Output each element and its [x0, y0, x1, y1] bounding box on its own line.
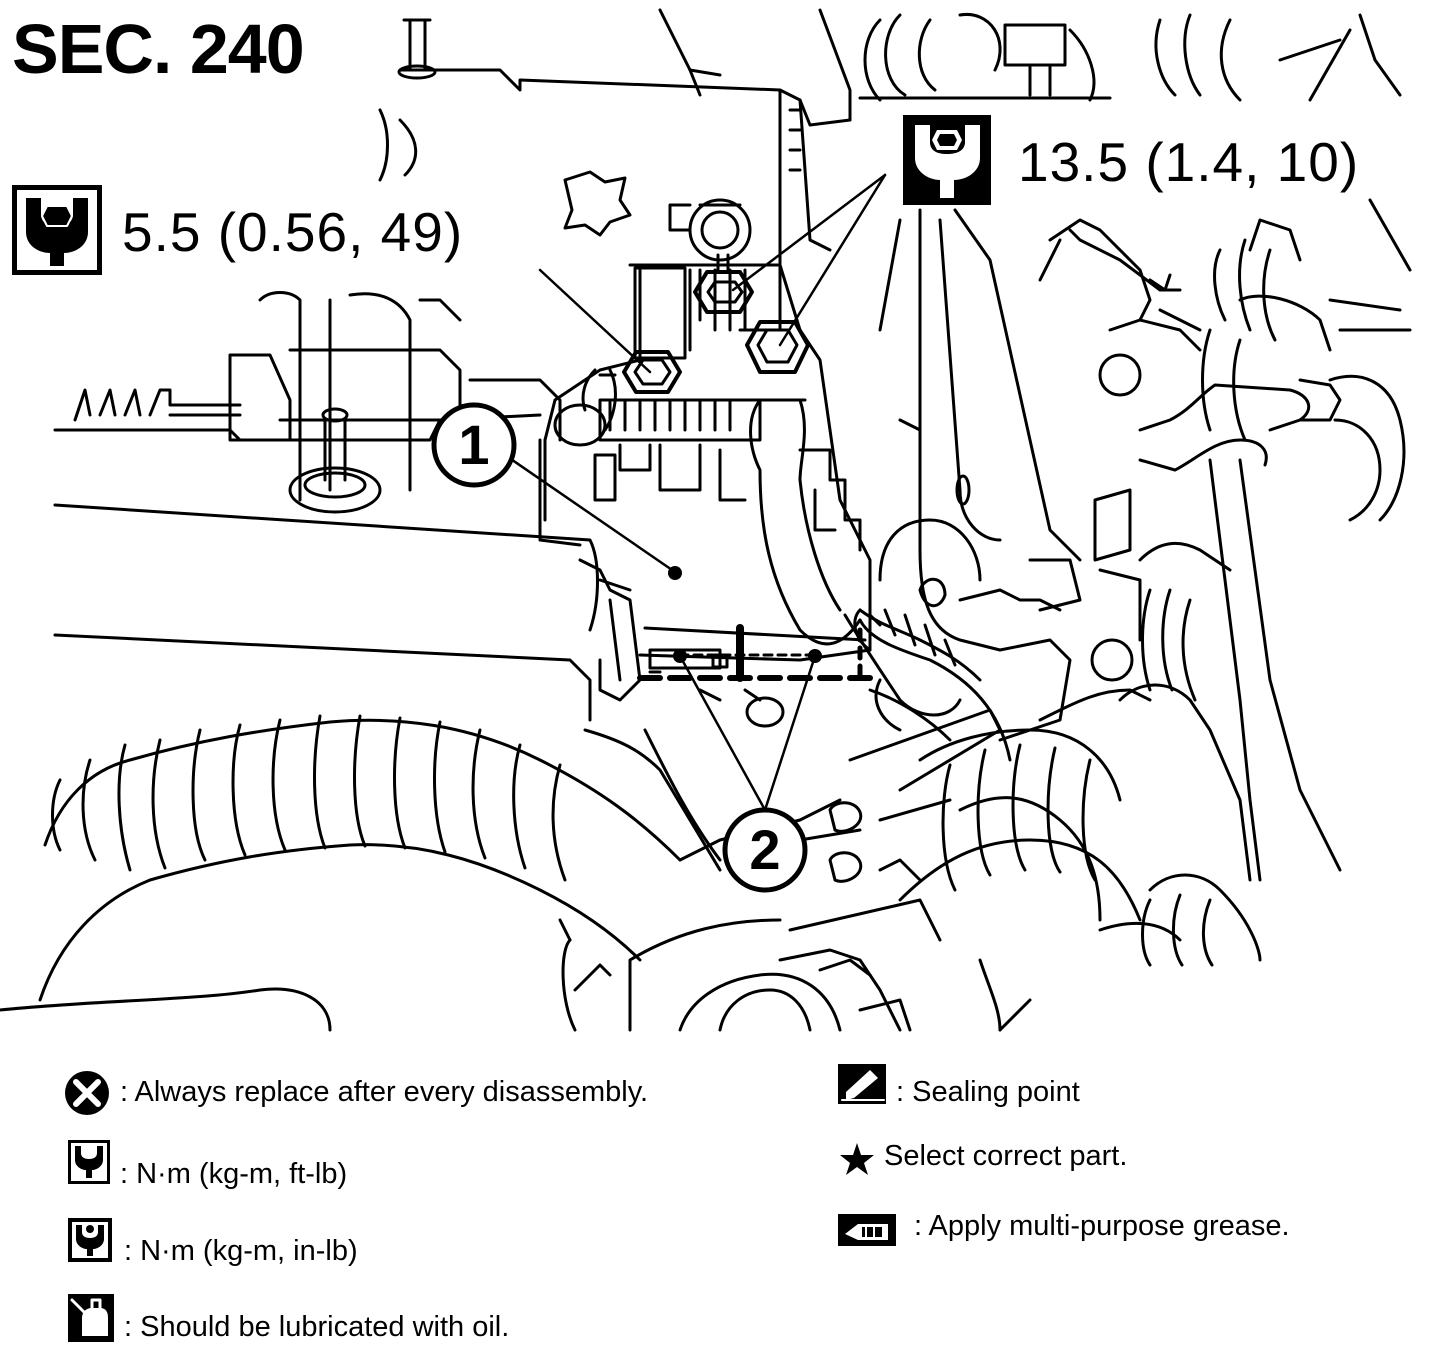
oil-can-icon — [68, 1294, 114, 1342]
fuse-relay-box — [538, 198, 873, 682]
callout-2-number: 2 — [749, 818, 781, 881]
corrugated-hose-right — [958, 238, 1277, 967]
side-member — [53, 438, 722, 872]
center-bracket — [878, 208, 1082, 652]
always-replace-icon — [65, 1071, 109, 1115]
torque-label-5-5: 5.5 (0.56, 49) — [122, 201, 464, 263]
corrugated-hose-center — [853, 608, 1152, 922]
leader-lines — [503, 173, 887, 812]
legend-select-part: Select correct part. — [884, 1140, 1128, 1172]
callout-1-circle — [431, 402, 517, 488]
left-bracket — [53, 291, 617, 514]
grease-icon — [838, 1214, 896, 1246]
torque-inlb-icon — [68, 1218, 112, 1262]
legend-always-replace: : Always replace after every disassembly… — [120, 1076, 649, 1108]
torque-label-13-5: 13.5 (1.4, 10) — [1018, 131, 1360, 193]
right-hose — [1038, 198, 1412, 882]
upper-bracket — [378, 18, 852, 332]
torque-wrench-icon — [12, 185, 102, 275]
legend-torque-ftlb: : N·m (kg-m, ft-lb) — [120, 1158, 348, 1190]
legend-torque-inlb: : N·m (kg-m, in-lb) — [124, 1235, 358, 1267]
top-harness — [658, 8, 1402, 122]
callout-2-circle — [722, 807, 808, 893]
lower-components — [0, 638, 1072, 1032]
torque-ftlb-icon — [68, 1140, 110, 1184]
torque-wrench-icon — [903, 115, 991, 205]
leader-dots — [668, 566, 822, 663]
corrugated-hose-left — [38, 714, 682, 1002]
sealing-point-icon — [838, 1064, 886, 1104]
legend-lubricate: : Should be lubricated with oil. — [124, 1311, 510, 1343]
callout-1-number: 1 — [458, 413, 490, 476]
legend-grease: : Apply multi-purpose grease. — [914, 1210, 1290, 1242]
legend-sealing-point: : Sealing point — [896, 1076, 1080, 1108]
star-icon — [840, 1143, 874, 1175]
section-title: SEC. 240 — [12, 10, 305, 88]
